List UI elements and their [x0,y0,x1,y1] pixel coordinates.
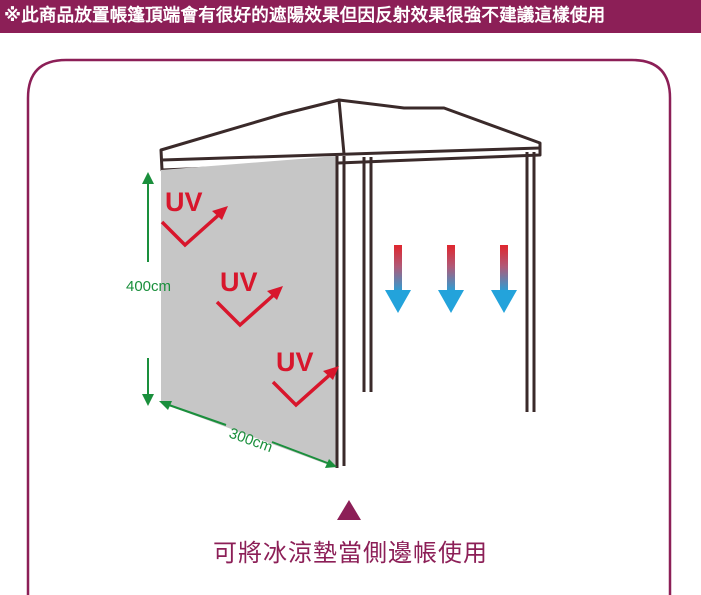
heat-arrow-1 [385,245,411,313]
heat-arrow-2 [438,245,464,313]
height-measure [142,172,154,406]
side-wall-panel [161,156,337,468]
uv-label: UV [220,267,258,297]
notice-banner: ※此商品放置帳篷頂端會有很好的遮陽效果但因反射效果很強不建議這樣使用 [0,0,701,33]
tent-roof [159,98,542,172]
uv-arrow-2: UV [215,267,283,328]
tent-legs [335,152,536,468]
uv-arrow-1: UV [160,187,228,248]
pointer-triangle-icon [337,500,361,520]
frame-border [26,58,672,595]
uv-label: UV [165,187,203,217]
heat-arrow-3 [491,245,517,313]
uv-label: UV [276,347,314,377]
caption-text: 可將冰涼墊當側邊帳使用 [213,539,488,567]
height-label: 400cm [126,278,171,295]
width-measure [159,401,337,468]
uv-arrow-3: UV [271,347,339,408]
